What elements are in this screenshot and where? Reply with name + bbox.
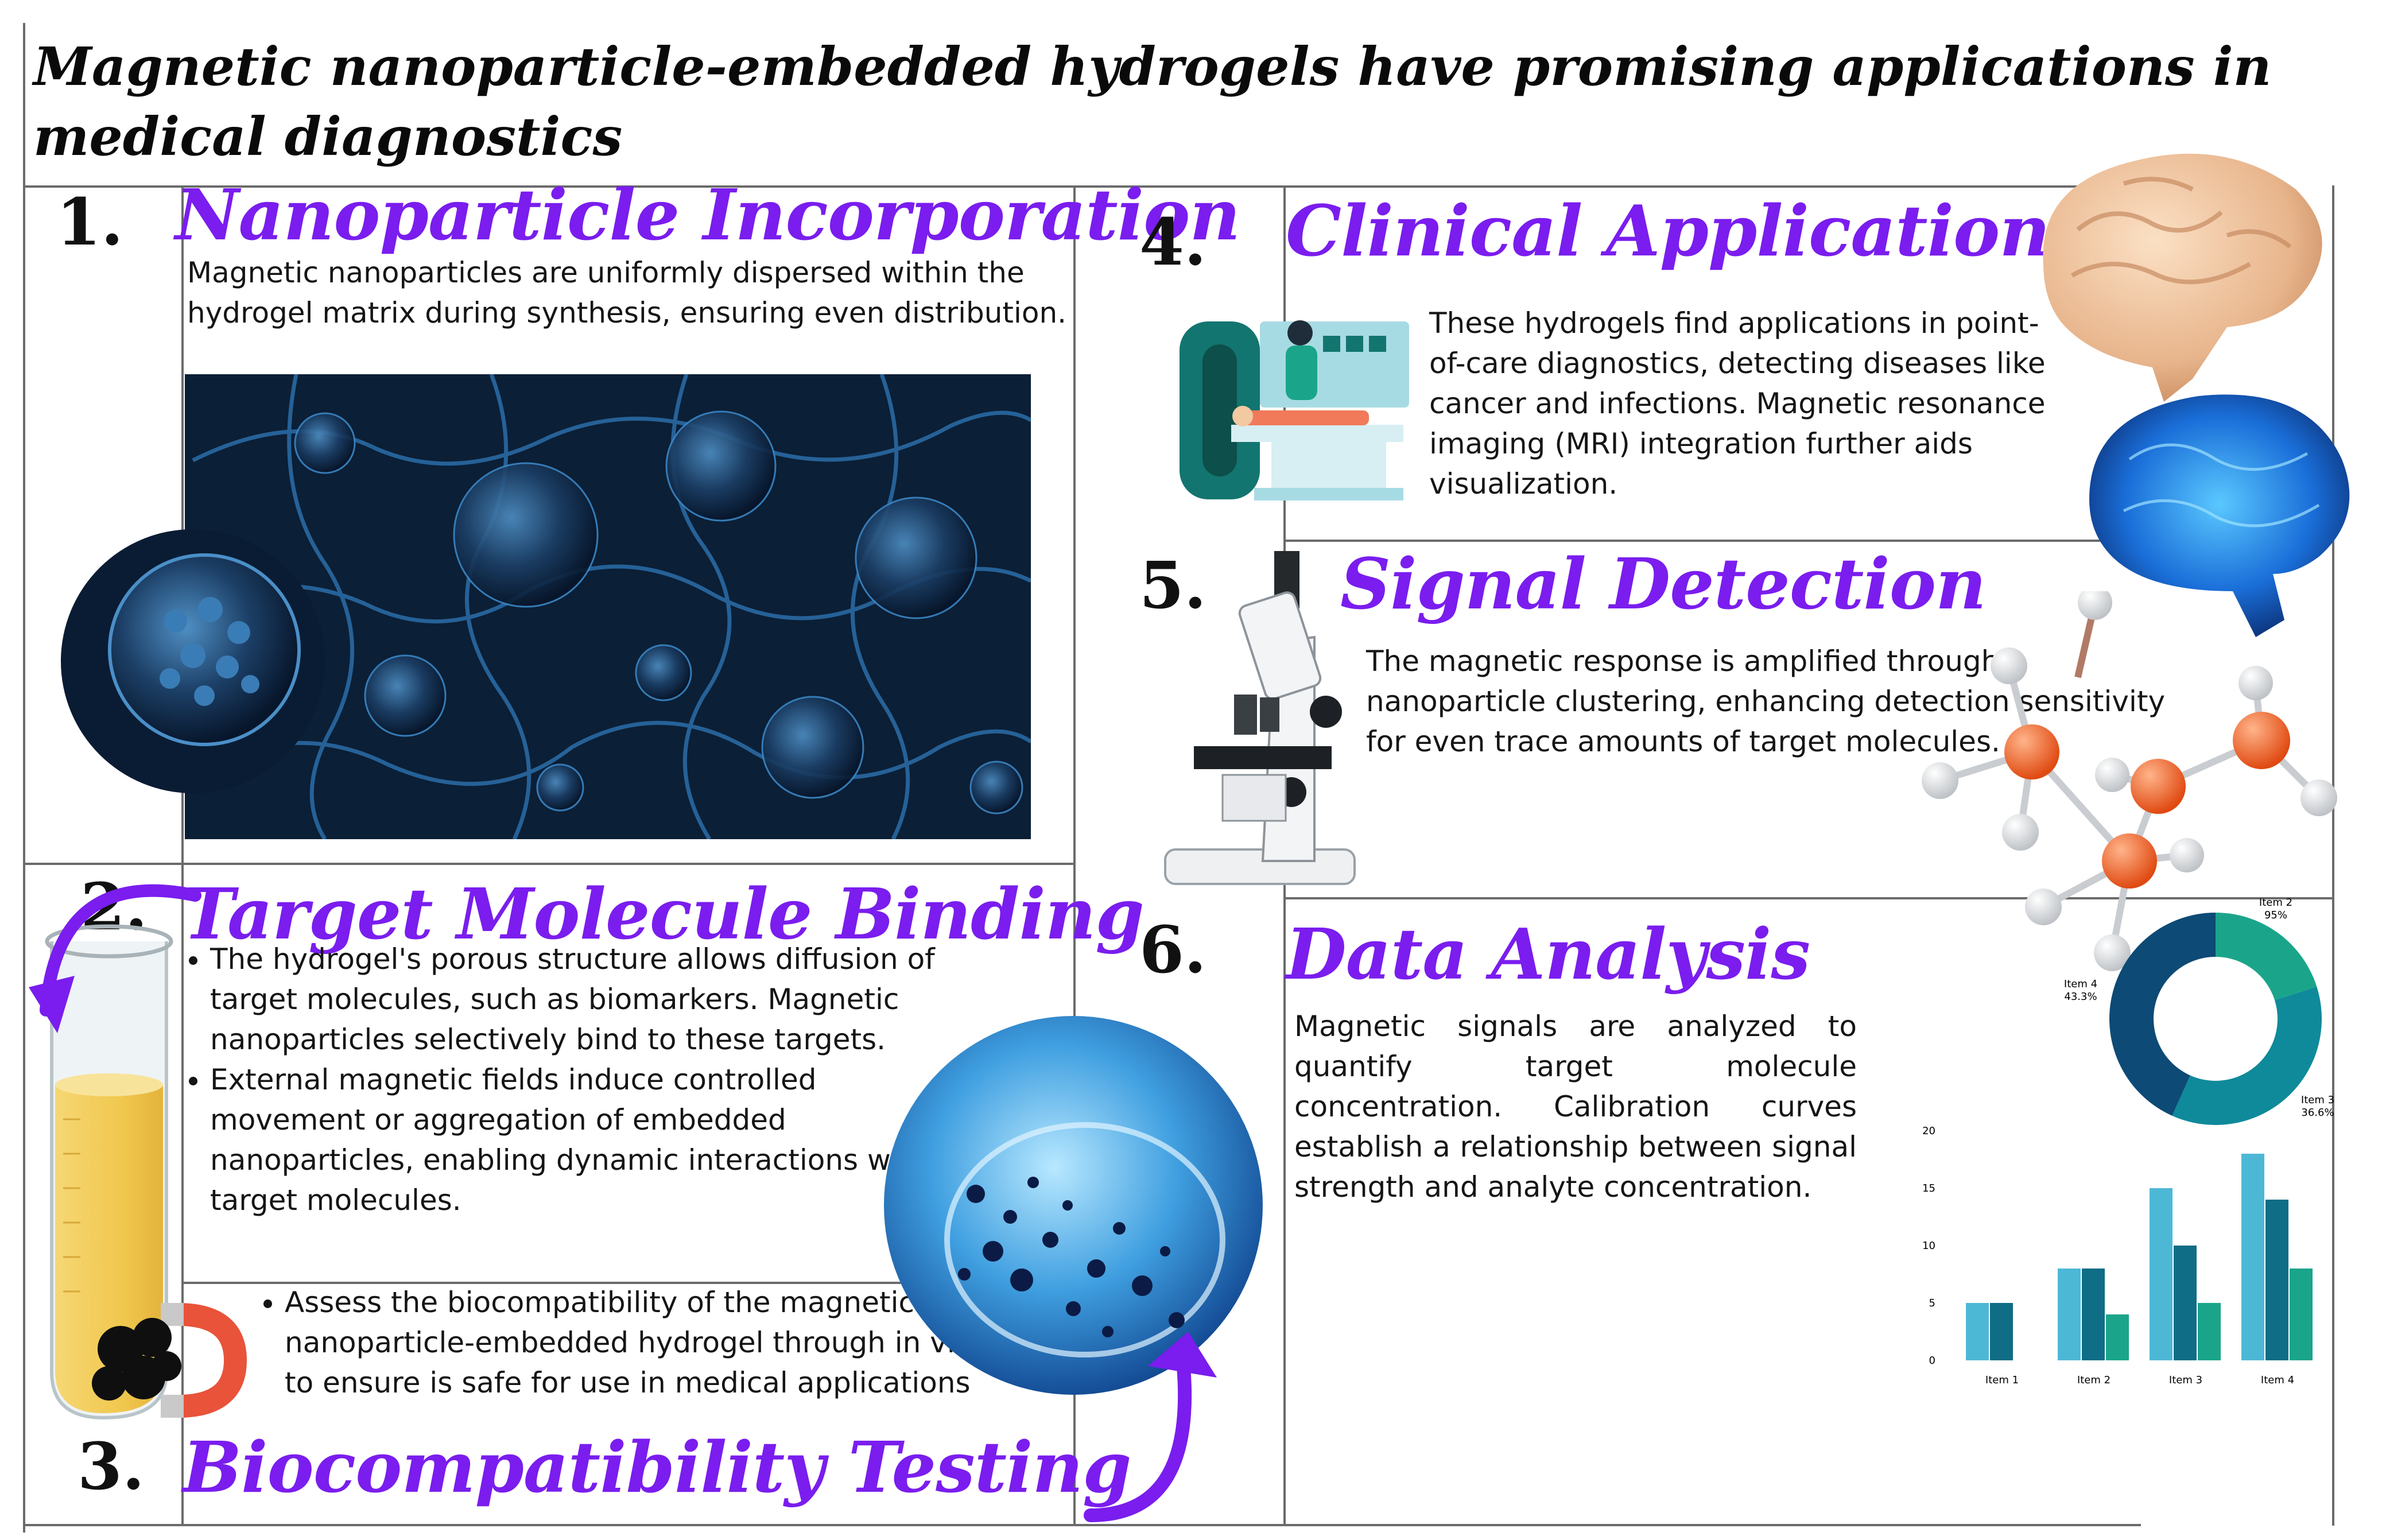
section-4-title: Clinical Applications [1286, 189, 2089, 272]
section-2-bullet-list: The hydrogel's porous structure allows d… [184, 939, 973, 1220]
donut-chart: Item 2 95% Item 4 43.3% Item 3 36.6% [2064, 897, 2334, 1125]
donut-label-item2-value: 95% [2264, 909, 2287, 921]
frame-top-line [23, 185, 2158, 188]
section-2-bullet: The hydrogel's porous structure allows d… [210, 939, 973, 1060]
mri-scanner-illustration [1180, 320, 1409, 501]
col-divider-left [181, 185, 184, 1526]
right-border [2332, 185, 2334, 1526]
donut-label-item4: Item 4 [2064, 978, 2097, 990]
section-6-title: Data Analysis [1286, 913, 1810, 995]
section-3-bullet: Assess the biocompatibility of the magne… [285, 1282, 1008, 1403]
page-title: Magnetic nanoparticle-embedded hydrogels… [33, 36, 2272, 168]
bar-item-2-series-2 [2082, 1269, 2105, 1360]
bar-xtick-label: Item 1 [1985, 1374, 2019, 1386]
bar-xtick-label: Item 4 [2261, 1374, 2294, 1386]
section-5-title: Signal Detection [1340, 542, 1987, 625]
bar-item-2-series-1 [2058, 1269, 2081, 1360]
frame-bottom-line [23, 1524, 2141, 1526]
section-4-number: 4. [1139, 205, 1206, 280]
section-2-bullet: External magnetic fields induce controll… [210, 1060, 973, 1220]
section-6-number: 6. [1139, 913, 1206, 988]
section-4-text: These hydrogels find applications in poi… [1429, 307, 2046, 501]
bar-item-3-series-2 [2174, 1246, 2197, 1360]
bar-item-1-series-1 [1966, 1303, 1989, 1360]
col-divider-center [1073, 185, 1076, 1526]
bar-ytick-label: 15 [1922, 1182, 1935, 1194]
section-2-title: Target Molecule Binding [183, 872, 1145, 955]
bar-ytick-label: 20 [1922, 1125, 1935, 1137]
section-3-title: Biocompatibility Testing [183, 1426, 1131, 1508]
donut-label-item2: Item 2 [2259, 897, 2292, 909]
bar-item-4-series-3 [2290, 1269, 2313, 1360]
row-divider-2-3 [181, 1282, 1073, 1284]
brain-model-image [2043, 153, 2322, 402]
bar-item-4-series-1 [2241, 1154, 2264, 1360]
microscope-image [1164, 551, 1356, 885]
bar-xtick-label: Item 3 [2169, 1374, 2202, 1386]
section-1-number: 1. [56, 185, 123, 260]
molecule-model-image [1922, 591, 2337, 971]
bar-item-4-series-2 [2265, 1200, 2288, 1360]
section-1-title: Nanoparticle Incorporation [175, 173, 1240, 256]
section-3-number: 3. [77, 1429, 145, 1504]
bar-item-3-series-1 [2150, 1188, 2172, 1360]
section-5-number: 5. [1139, 548, 1206, 623]
section-6-text: Magnetic signals are analyzed to quantif… [1294, 1010, 1857, 1204]
section-5-text: The magnetic response is amplified throu… [1366, 645, 2166, 758]
bar-item-1-series-2 [1990, 1303, 2013, 1360]
bar-ytick-label: 0 [1929, 1355, 1935, 1367]
bar-xtick-label: Item 2 [2077, 1374, 2111, 1386]
row-divider-4-5 [1283, 540, 2334, 542]
section-3-bullet-list: Assess the biocompatibility of the magne… [258, 1282, 1008, 1403]
nanoparticle-hydrogel-image [61, 374, 1031, 839]
row-divider-1-2 [23, 863, 1073, 865]
donut-label-item4-value: 43.3% [2064, 991, 2097, 1003]
section-1-text: Magnetic nanoparticles are uniformly dis… [187, 256, 1067, 329]
frame-left-line [23, 23, 25, 1533]
bar-item-2-series-3 [2106, 1314, 2129, 1360]
bar-ytick-label: 10 [1922, 1240, 1935, 1252]
donut-label-item3-value: 36.6% [2301, 1107, 2334, 1119]
row-divider-5-6 [1283, 897, 2334, 899]
bar-item-3-series-3 [2198, 1303, 2221, 1360]
bar-chart: 0 5 10 15 20 Item 1 Item 2 Item 3 Item 4 [1922, 1125, 2313, 1386]
test-tube-magnet-image [29, 884, 247, 1420]
brain-scan-image [2089, 394, 2350, 637]
donut-label-item3: Item 3 [2301, 1094, 2334, 1106]
bar-ytick-label: 5 [1929, 1297, 1935, 1309]
petri-dish-image [884, 1016, 1263, 1522]
